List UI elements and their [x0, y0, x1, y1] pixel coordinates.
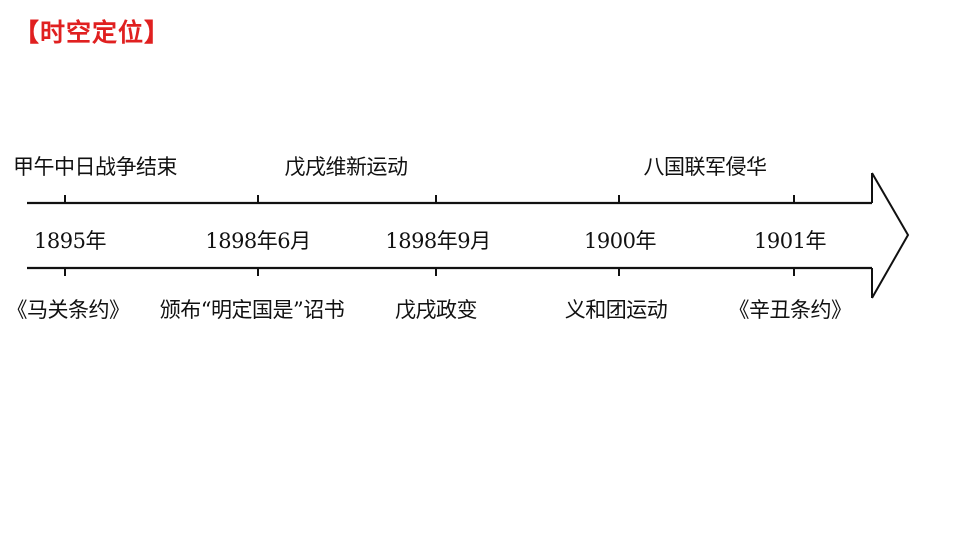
arrow-head — [871, 172, 910, 299]
event-label: 义和团运动 — [564, 298, 668, 322]
year-label: 1898年6月 — [205, 229, 311, 253]
year-label: 1895年 — [34, 229, 106, 253]
top-event-label: 甲午中日战争结束 — [13, 155, 178, 179]
event-label: 颁布“明定国是”诏书 — [159, 298, 345, 322]
year-label: 1900年 — [584, 229, 656, 253]
year-label: 1901年 — [754, 229, 826, 253]
year-label: 1898年9月 — [385, 229, 491, 253]
page-title: 【时空定位】 — [14, 18, 171, 47]
event-label: 戊戌政变 — [395, 298, 478, 322]
event-label: 《马关条约》 — [6, 298, 131, 322]
top-event-label: 八国联军侵华 — [643, 155, 768, 179]
event-label: 《辛丑条约》 — [728, 298, 853, 322]
top-event-label: 戊戌维新运动 — [284, 155, 409, 179]
